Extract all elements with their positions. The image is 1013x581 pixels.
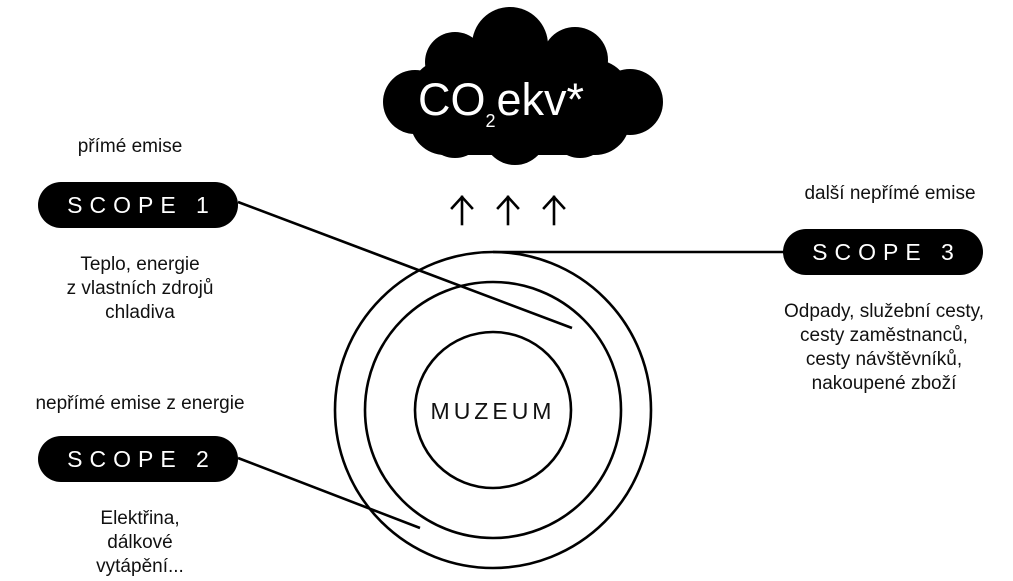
co2-suffix: ekv* [496,74,585,125]
scope-1-description: Teplo, energie z vlastních zdrojů chladi… [30,253,250,325]
scope-2-description-line: Elektřina, [100,508,180,529]
scope-2-pill: SCOPE 2 [38,436,238,482]
scope-3-category: další nepřímé emise [804,183,976,204]
scope-1-connector [237,200,573,330]
scope-2-connector [237,456,421,530]
scope-3-description-line: cesty zaměstnanců, [800,325,968,346]
scope-1-pill: SCOPE 1 [38,182,238,228]
inner-ring [413,330,573,490]
scope-1-description-line: chladiva [105,302,175,323]
scope-3-description: Odpady, služební cesty, cesty zaměstnanc… [758,300,1010,396]
scope-1-description-line: Teplo, energie [80,254,200,275]
scope-3-description-line: cesty návštěvníků, [805,349,963,370]
scope-3-pill: SCOPE 3 [783,229,983,275]
museum-label: MUZEUM [430,398,556,424]
middle-ring [363,280,623,540]
scope-2-category: nepřímé emise z energie [35,393,245,414]
scope-2-description-line: dálkové [107,532,173,553]
scope-2-description-line: vytápění... [96,556,184,577]
scope-3-description-line: Odpady, služební cesty, [784,301,984,322]
co2-main: CO [418,74,486,125]
scope-1-description-line: z vlastních zdrojů [66,278,214,299]
scope-3-description-line: nakoupené zboží [811,373,957,394]
up-arrow-icon [450,195,474,226]
up-arrow-icon [542,195,566,226]
cloud-shape [383,7,663,165]
co2-subscript: 2 [485,111,496,131]
scope-1-category: přímé emise [77,136,183,157]
up-arrow-icon [496,195,520,226]
co2-equivalent-label: CO2ekv* [418,70,618,131]
scope-2-description: Elektřina, dálkové vytápění... [60,507,220,579]
